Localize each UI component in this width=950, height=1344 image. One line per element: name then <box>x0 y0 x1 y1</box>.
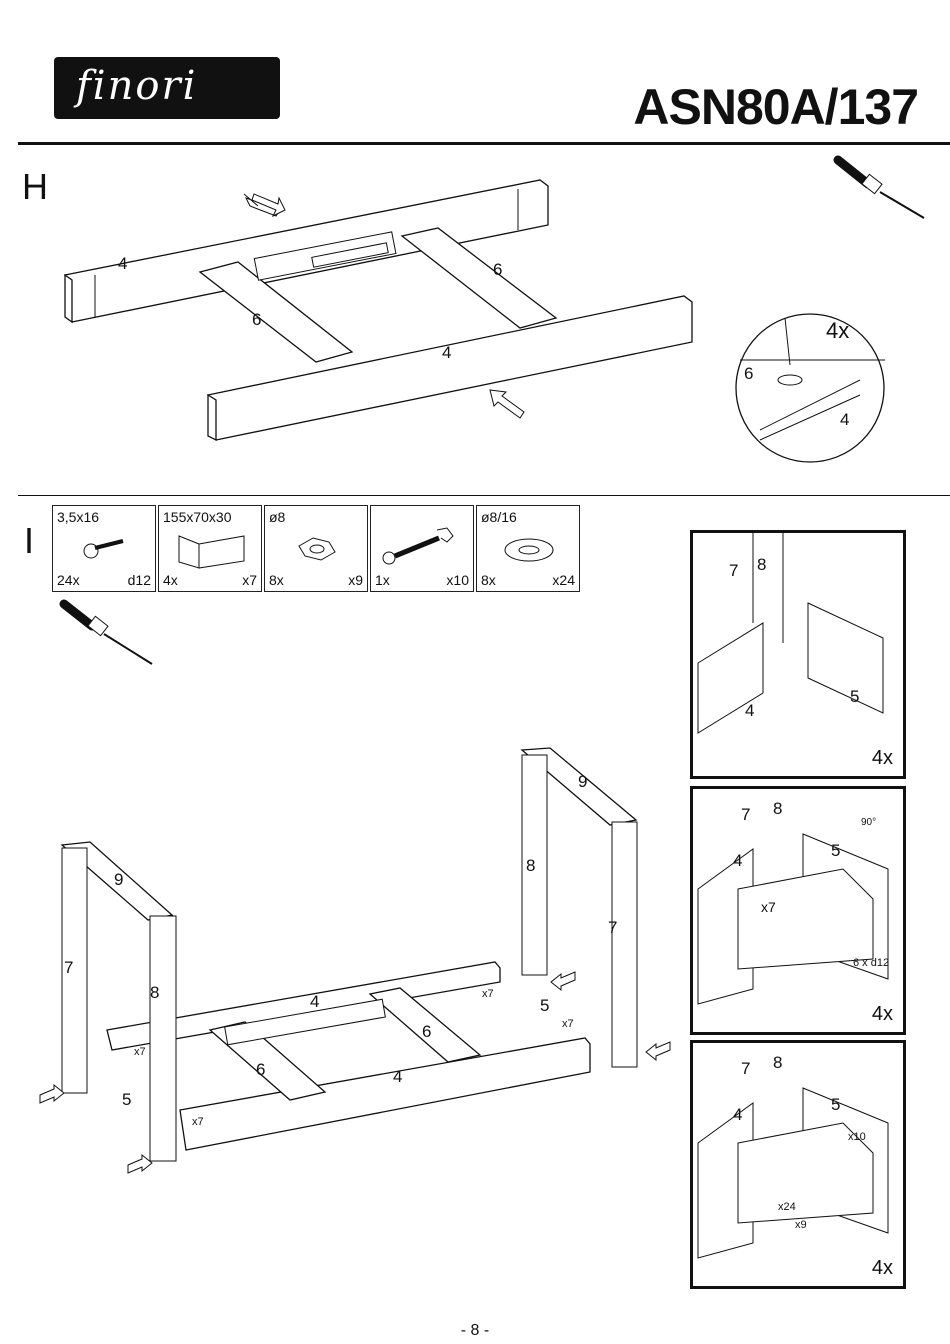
step-i-assembly <box>39 747 671 1174</box>
part-qty: 24x <box>57 572 80 588</box>
model-number: ASN80A/137 <box>633 79 919 135</box>
part-size: 155x70x30 <box>163 509 232 525</box>
part-size: 3,5x16 <box>57 509 100 525</box>
washer-ref: x24 <box>778 1201 796 1213</box>
part-size: ø8 <box>269 509 286 525</box>
panel-label: 5 <box>831 1095 841 1114</box>
panel-label: 7 <box>741 1059 751 1078</box>
x7-label: x7 <box>192 1116 204 1128</box>
slat-label-left: 6 <box>252 310 261 330</box>
rail-label-bottom: 4 <box>442 343 451 363</box>
step-h-detail <box>735 313 885 463</box>
section-divider <box>18 495 950 496</box>
x7-label: x7 <box>134 1046 146 1058</box>
wrench-icon <box>382 527 454 565</box>
panel-label: 8 <box>757 555 767 574</box>
step-h-label: H <box>22 166 48 207</box>
leg-front-right-label: 8 <box>526 856 536 875</box>
callout-text: 6 <box>252 310 262 329</box>
callout-text: 4 <box>442 343 452 362</box>
part-nut: ø8 8x x9 <box>264 505 368 592</box>
logo-wordmark: finori <box>76 63 198 109</box>
panel-drawing <box>697 1087 889 1259</box>
detail-panel-3: 7 8 4 5 x10 x24 x9 4x <box>690 1040 906 1289</box>
panel-drawing <box>697 833 889 1005</box>
panel-drawing <box>697 533 884 734</box>
rail-label-top: 4 <box>118 254 127 274</box>
leg-front-left-label: 8 <box>150 983 160 1002</box>
part-ref: x9 <box>348 572 363 588</box>
panel-label: 8 <box>773 1053 783 1072</box>
detail-rail-label: 4 <box>840 410 850 429</box>
bracket-ref: x7 <box>761 899 776 915</box>
angle-label: 90° <box>861 817 877 828</box>
screwdriver-icon <box>833 155 925 219</box>
crossbar-right-label: 9 <box>578 772 588 791</box>
part-ref: x7 <box>242 572 257 588</box>
part-ref: x24 <box>552 572 575 588</box>
callout-text: 6 <box>493 260 503 279</box>
x7-label: x7 <box>482 988 494 1000</box>
panel-count: 4x <box>871 747 893 769</box>
panel-label: 5 <box>831 841 841 860</box>
leg-back-left-label: 7 <box>64 958 74 977</box>
part-screw: 3,5x16 24x d12 <box>52 505 156 592</box>
wrench-ref: x10 <box>848 1131 866 1143</box>
nut-ref: x9 <box>795 1219 807 1231</box>
detail-count: 4x <box>826 318 850 343</box>
page-number: - 8 - <box>460 1322 490 1339</box>
screw-ref: 6 x d12 <box>853 957 890 969</box>
callout-text: 4 <box>118 254 128 273</box>
brand-logo: finori <box>54 57 280 119</box>
slat-label-right: 6 <box>493 260 502 280</box>
part-qty: 4x <box>163 572 178 588</box>
step-h-frame <box>64 179 693 442</box>
part-qty: 8x <box>269 572 284 588</box>
header-divider <box>18 142 950 145</box>
slat-front-label: 6 <box>256 1060 266 1079</box>
panel-label: 8 <box>773 799 783 818</box>
panel-label: 7 <box>741 805 751 824</box>
nut-icon <box>298 537 336 561</box>
x7-label: x7 <box>562 1018 574 1030</box>
part-washer: ø8/16 8x x24 <box>476 505 580 592</box>
part-ref: x10 <box>446 572 469 588</box>
crossbar-left-label: 9 <box>114 870 124 889</box>
rail-front-label: 4 <box>393 1067 403 1086</box>
washer-icon <box>504 538 554 562</box>
end-right-label: 5 <box>540 996 550 1015</box>
part-size: ø8/16 <box>481 509 517 525</box>
corner-bracket-icon <box>178 535 245 569</box>
leg-back-right-label: 7 <box>608 918 618 937</box>
panel-label: 4 <box>733 851 743 870</box>
step-i-label: I <box>24 520 35 561</box>
screw-icon <box>83 539 124 559</box>
panel-count: 4x <box>871 1003 893 1025</box>
panel-label: 4 <box>745 701 755 720</box>
panel-label: 5 <box>850 687 860 706</box>
slat-back-label: 6 <box>422 1022 432 1041</box>
part-ref: d12 <box>127 572 151 588</box>
rail-back-label: 4 <box>310 992 320 1011</box>
part-bracket: 155x70x30 4x x7 <box>158 505 262 592</box>
panel-label: 4 <box>733 1105 743 1124</box>
screwdriver-icon-2 <box>59 599 153 665</box>
end-left-label: 5 <box>122 1090 132 1109</box>
detail-panel-2: 7 8 4 5 90° x7 6 x d12 4x <box>690 786 906 1035</box>
detail-panel-1: 7 8 4 5 4x <box>690 530 906 779</box>
detail-slat-label: 6 <box>744 364 754 383</box>
part-wrench: 1x x10 <box>370 505 474 592</box>
part-qty: 8x <box>481 572 496 588</box>
panel-count: 4x <box>871 1257 893 1279</box>
part-qty: 1x <box>375 572 390 588</box>
panel-label: 7 <box>729 561 739 580</box>
